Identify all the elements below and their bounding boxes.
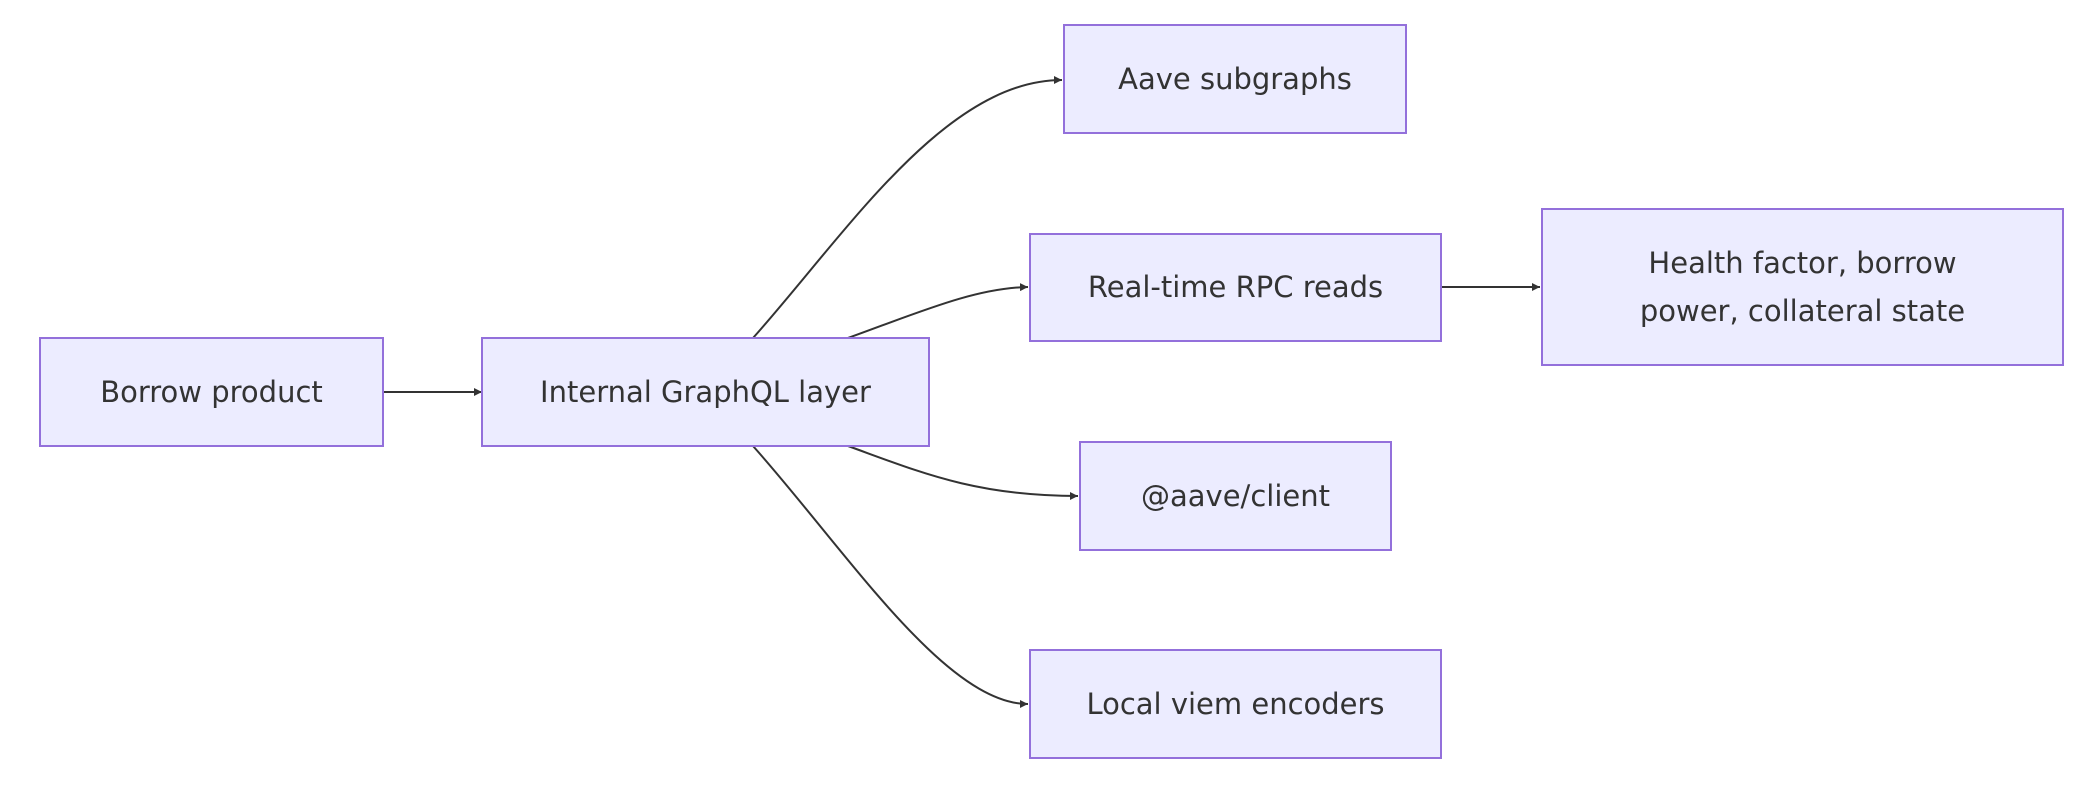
edge-graphql-to-rpc (847, 283, 1029, 339)
node-label: Real-time RPC reads (1088, 270, 1383, 304)
node-label: @aave/client (1141, 479, 1330, 513)
node-label: Local viem encoders (1086, 687, 1384, 721)
node-real-time-rpc-reads[interactable]: Real-time RPC reads (1029, 233, 1442, 342)
node-label: Internal GraphQL layer (540, 375, 871, 409)
node-label-line-1: Health factor, borrow (1648, 246, 1956, 280)
node-aave-client[interactable]: @aave/client (1079, 441, 1392, 551)
node-borrow-product[interactable]: Borrow product (39, 337, 384, 447)
node-label-line-2: power, collateral state (1640, 294, 1965, 328)
node-label: Aave subgraphs (1118, 62, 1352, 96)
edge-graphql-to-client (847, 445, 1079, 500)
edge-graphql-to-subgraphs (752, 76, 1063, 339)
node-local-viem-encoders[interactable]: Local viem encoders (1029, 649, 1442, 759)
node-health-factor[interactable]: Health factor, borrow power, collateral … (1541, 208, 2064, 366)
node-aave-subgraphs[interactable]: Aave subgraphs (1063, 24, 1407, 134)
edges (383, 76, 1540, 708)
node-label: Borrow product (100, 375, 323, 409)
node-internal-graphql-layer[interactable]: Internal GraphQL layer (481, 337, 930, 447)
edge-graphql-to-viem (752, 445, 1029, 708)
